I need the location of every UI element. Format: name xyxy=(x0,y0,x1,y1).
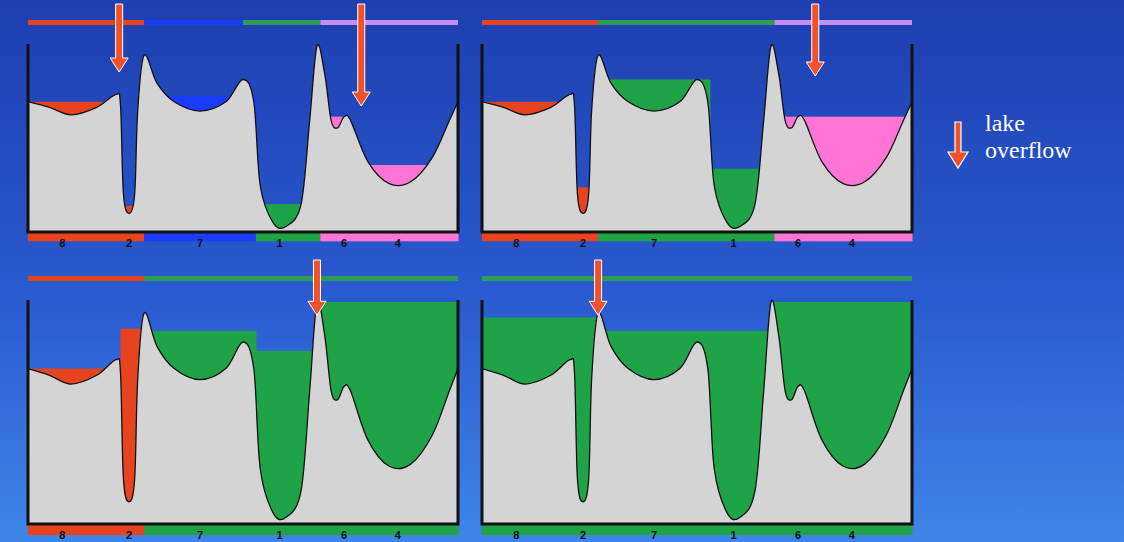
basin-number: 6 xyxy=(795,529,801,541)
basin-number: 7 xyxy=(197,237,203,249)
basin-number: 1 xyxy=(730,529,736,541)
basin-number: 4 xyxy=(395,529,401,541)
basin-number: 6 xyxy=(341,529,347,541)
basin-number: 4 xyxy=(849,237,855,249)
basin-number: 8 xyxy=(513,237,519,249)
legend-label: lake overflow xyxy=(985,110,1072,163)
basin-number: 8 xyxy=(59,237,65,249)
basin-number: 7 xyxy=(651,529,657,541)
basin-number: 2 xyxy=(580,529,586,541)
basin-number: 6 xyxy=(795,237,801,249)
basin-number: 1 xyxy=(276,529,282,541)
basin-number: 6 xyxy=(341,237,347,249)
basin-number: 2 xyxy=(126,529,132,541)
basin-number: 7 xyxy=(651,237,657,249)
overflow-arrow-symbol xyxy=(946,120,970,170)
basin-number: 4 xyxy=(395,237,401,249)
legend-text: lake overflow xyxy=(985,110,1105,164)
basin-number: 7 xyxy=(197,529,203,541)
basin-number: 8 xyxy=(513,529,519,541)
basin-number: 2 xyxy=(580,237,586,249)
basin-number: 4 xyxy=(849,529,855,541)
basin-number: 1 xyxy=(276,237,282,249)
basin-number: 2 xyxy=(126,237,132,249)
basin-number: 8 xyxy=(59,529,65,541)
basin-number: 1 xyxy=(730,237,736,249)
